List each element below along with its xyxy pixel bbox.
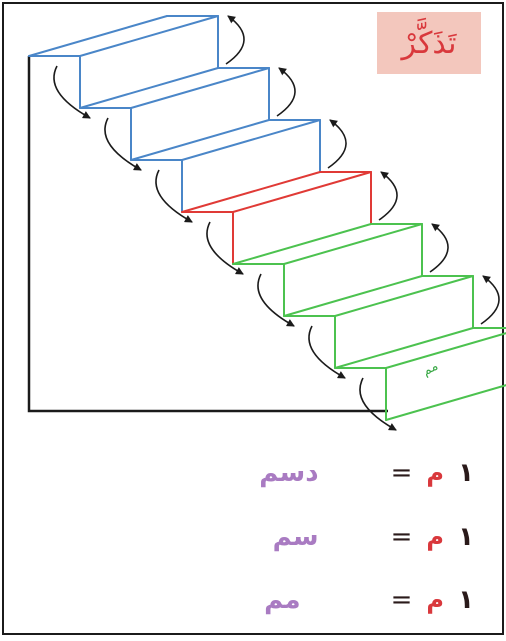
arrow-down-6 bbox=[308, 325, 346, 379]
step-6-tread-back-edge bbox=[283, 275, 423, 317]
arrow-down-3 bbox=[155, 169, 193, 223]
step-7-tread-back-edge bbox=[334, 327, 474, 369]
equals-sign: = bbox=[390, 522, 413, 552]
arrow-down-2 bbox=[104, 117, 142, 171]
number-one: ١ bbox=[458, 585, 474, 615]
step-3-tread-back-edge bbox=[130, 119, 270, 161]
step-label: مم bbox=[420, 359, 441, 380]
step-2-tread-back-edge bbox=[79, 67, 219, 109]
step-4-tread-back-edge bbox=[181, 171, 321, 213]
arrow-down-1 bbox=[53, 65, 91, 119]
step-1-tread-back-edge bbox=[28, 15, 168, 57]
step-5-tread-back-edge bbox=[232, 223, 372, 265]
step-2-nose-edge bbox=[130, 67, 270, 109]
unit-blank-centimeter: سم bbox=[272, 522, 319, 552]
step-3-nose-edge bbox=[181, 119, 321, 161]
stairs bbox=[28, 15, 506, 421]
arrow-up-3 bbox=[327, 119, 347, 169]
step-7-nose-edge bbox=[385, 332, 506, 369]
conversion-arrows bbox=[53, 15, 500, 431]
arrow-up-2 bbox=[276, 67, 296, 117]
step-6-nose-edge bbox=[334, 275, 474, 317]
unit-blank-decimeter: دسم bbox=[259, 458, 319, 488]
arrow-up-1 bbox=[225, 15, 245, 65]
number-one: ١ bbox=[458, 458, 474, 488]
arrow-up-6 bbox=[480, 275, 500, 325]
step-1-nose-edge bbox=[79, 15, 219, 57]
equation-row-centimeter: ١ م = سم bbox=[273, 522, 476, 552]
outer-border bbox=[2, 2, 504, 635]
equation-row-decimeter: ١ م = دسم bbox=[259, 458, 476, 488]
meter-symbol: م bbox=[426, 523, 444, 551]
meter-symbol: م bbox=[426, 459, 444, 487]
arrow-up-5 bbox=[429, 223, 449, 273]
arrow-down-4 bbox=[206, 221, 244, 275]
number-one: ١ bbox=[458, 522, 474, 552]
unit-blank-millimeter: مم bbox=[264, 585, 301, 615]
equation-row-millimeter: ١ م = مم bbox=[264, 585, 476, 615]
remember-badge: تَذَكَّرْ bbox=[377, 12, 481, 74]
remember-title: تَذَكَّرْ bbox=[401, 25, 457, 61]
step-5-nose-edge bbox=[283, 223, 423, 265]
equals-sign: = bbox=[390, 585, 413, 615]
equals-sign: = bbox=[390, 458, 413, 488]
step-4-nose-edge bbox=[232, 171, 372, 213]
arrow-down-5 bbox=[257, 273, 295, 327]
arrow-down-7 bbox=[359, 377, 397, 431]
stair-base-lines bbox=[27, 56, 388, 413]
meter-symbol: م bbox=[426, 586, 444, 614]
arrow-up-4 bbox=[378, 171, 398, 221]
bottom-step-base-edge bbox=[385, 384, 506, 421]
